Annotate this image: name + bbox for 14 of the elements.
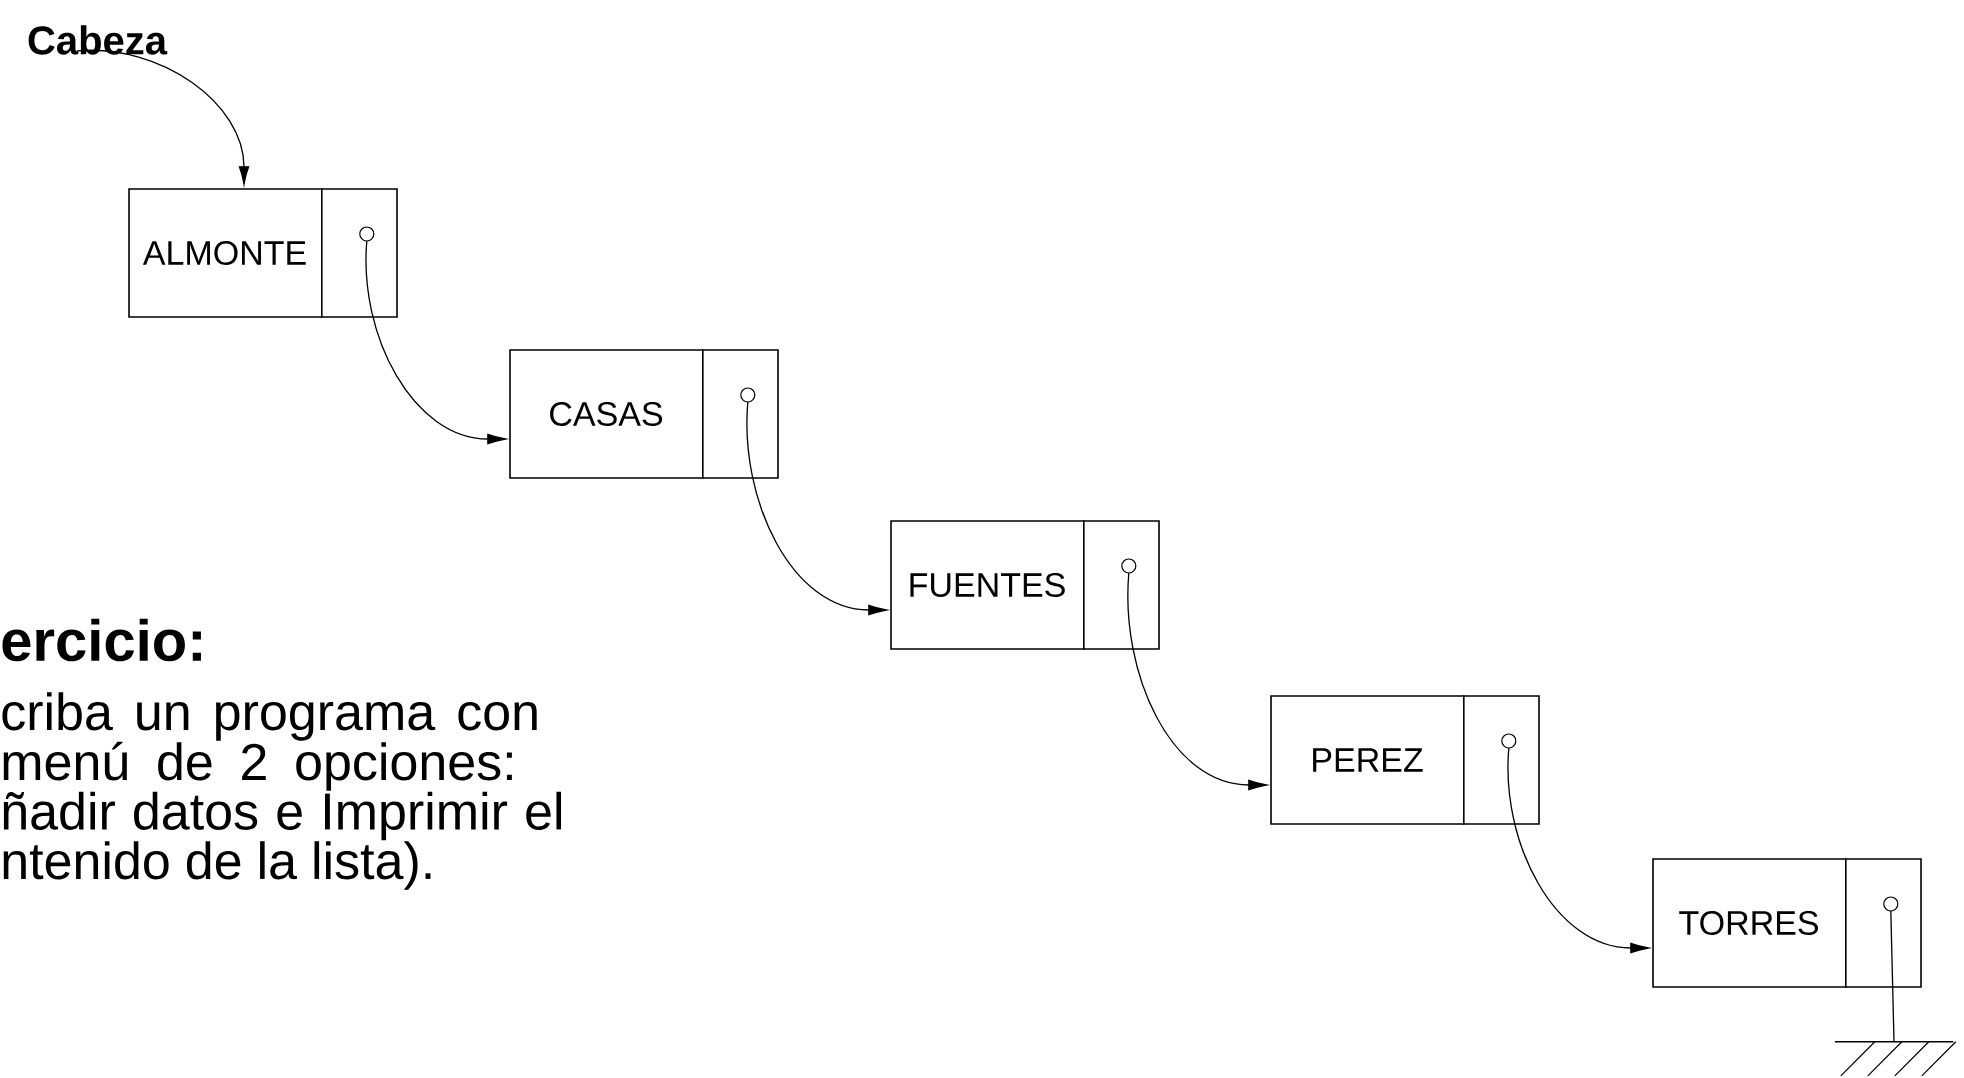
arrow [1507, 747, 1649, 954]
arrow [365, 240, 506, 445]
list-node-box: CASAS [509, 348, 779, 480]
arrow [1127, 572, 1267, 791]
list-node-box: PEREZ [1270, 694, 1540, 826]
exercise-text: criba un programa con menú de 2 opciones: ñadir datos e Imprimir el ntenido de la lista). [2, 692, 562, 890]
arrow [76, 49, 250, 185]
list-node-box: ALMONTE [128, 187, 398, 319]
pointer-label: Cabeza [28, 25, 168, 55]
list-node-box: TORRES [1652, 857, 1922, 989]
list-node-box: FUENTES [890, 519, 1160, 651]
ground-symbol [1834, 1041, 1957, 1077]
heading: ercicio: [2, 618, 201, 662]
arrow [746, 401, 887, 616]
